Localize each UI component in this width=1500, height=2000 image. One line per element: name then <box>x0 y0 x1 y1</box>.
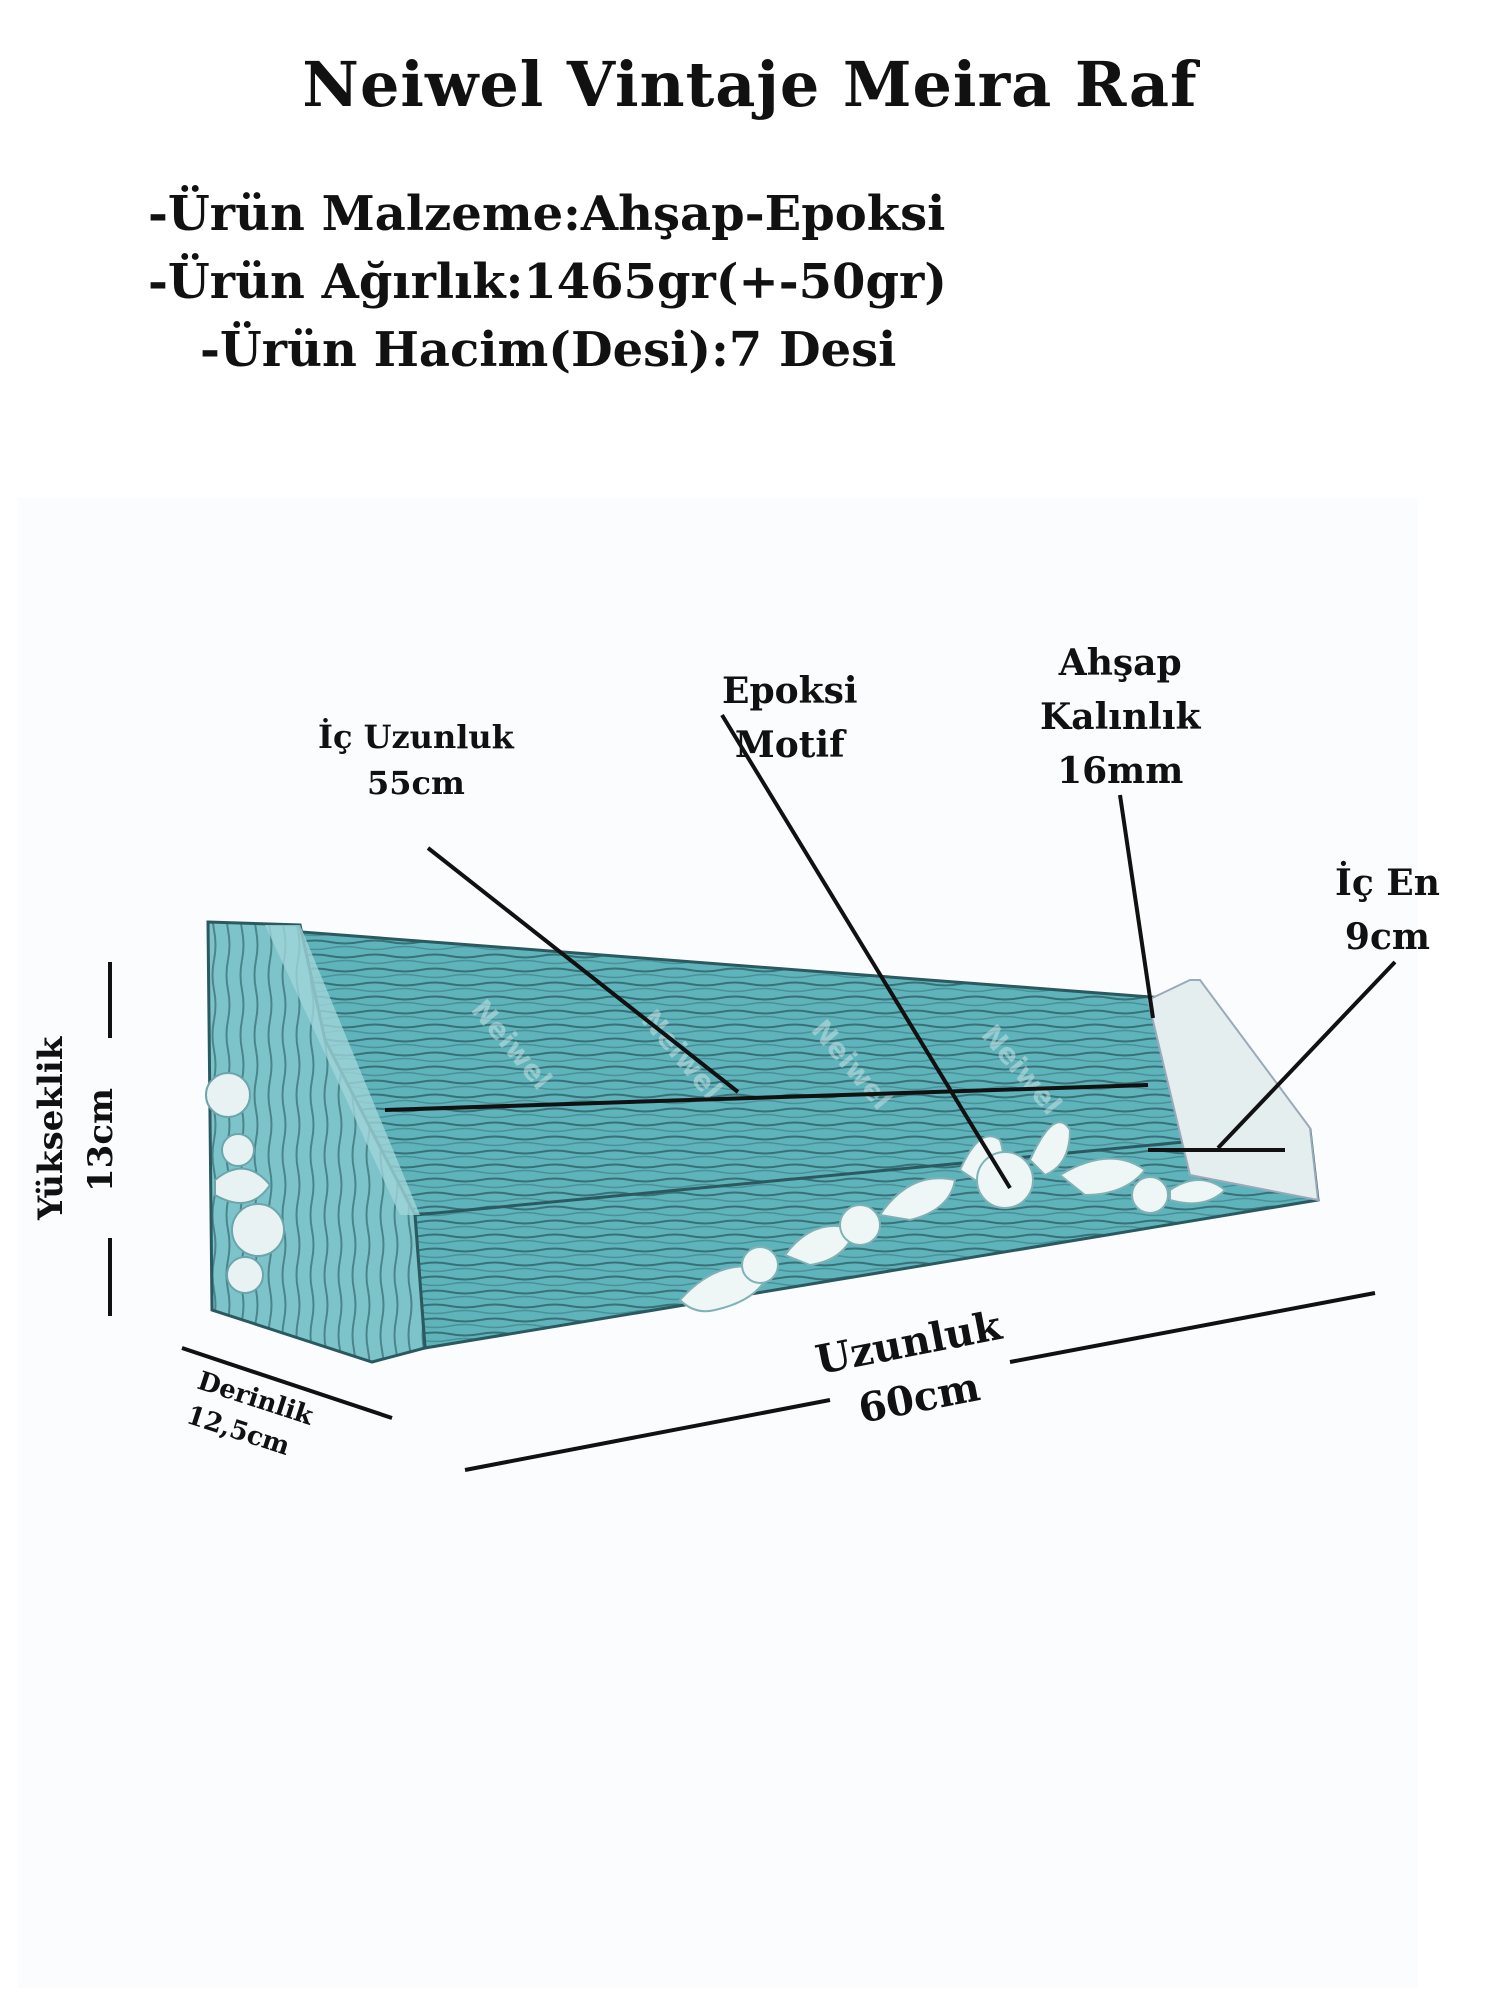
inner-length-line <box>384 1083 1149 1112</box>
label-height-title: Yükseklik <box>31 1036 71 1220</box>
label-inner-length: İç Uzunluk 55cm <box>318 714 514 806</box>
label-epoxy-title: Epoksi <box>722 670 858 712</box>
spec-list: -Ürün Malzeme:Ahşap-Epoksi -Ürün Ağırlık… <box>148 180 947 384</box>
label-inner-width-value: 9cm <box>1344 916 1430 958</box>
side-ornament <box>205 1072 285 1294</box>
label-inner-length-value: 55cm <box>366 764 465 802</box>
product-title: Neiwel Vintaje Meira Raf <box>302 48 1198 121</box>
spec-weight: -Ürün Ağırlık:1465gr(+-50gr) <box>148 254 948 310</box>
label-height: Yükseklik 13cm <box>26 1036 126 1220</box>
shelf-left-side-edge <box>265 925 420 1215</box>
label-inner-width: İç En 9cm <box>1335 856 1440 964</box>
inner-width-leader <box>1216 960 1397 1150</box>
label-wood-thickness-value: 16mm <box>1057 750 1184 792</box>
label-inner-width-title: İç En <box>1335 862 1440 904</box>
label-wood-thickness-title: Ahşap <box>1058 642 1182 684</box>
shelf-right-side <box>1146 979 1320 1202</box>
spec-material: -Ürün Malzeme:Ahşap-Epoksi <box>148 186 946 242</box>
length-line-left <box>464 1398 831 1472</box>
label-wood-thickness: Ahşap Kalınlık 16mm <box>1040 636 1200 798</box>
inner-length-leader <box>426 846 740 1094</box>
label-epoxy: Epoksi Motif <box>722 664 858 772</box>
label-epoxy-sub: Motif <box>734 724 845 766</box>
thickness-leader <box>1118 794 1155 1019</box>
label-wood-thickness-sub: Kalınlık <box>1040 696 1201 738</box>
epoxy-leader <box>720 713 1012 1190</box>
label-height-value: 13cm <box>81 1088 121 1192</box>
annotation-lines <box>108 713 1397 1472</box>
depth-line <box>181 1346 393 1420</box>
length-line-right <box>1009 1291 1376 1364</box>
spec-volume: -Ürün Hacim(Desi):7 Desi <box>200 322 897 378</box>
label-inner-length-title: İç Uzunluk <box>318 718 514 756</box>
epoxy-motif-ornament <box>678 1121 1227 1313</box>
